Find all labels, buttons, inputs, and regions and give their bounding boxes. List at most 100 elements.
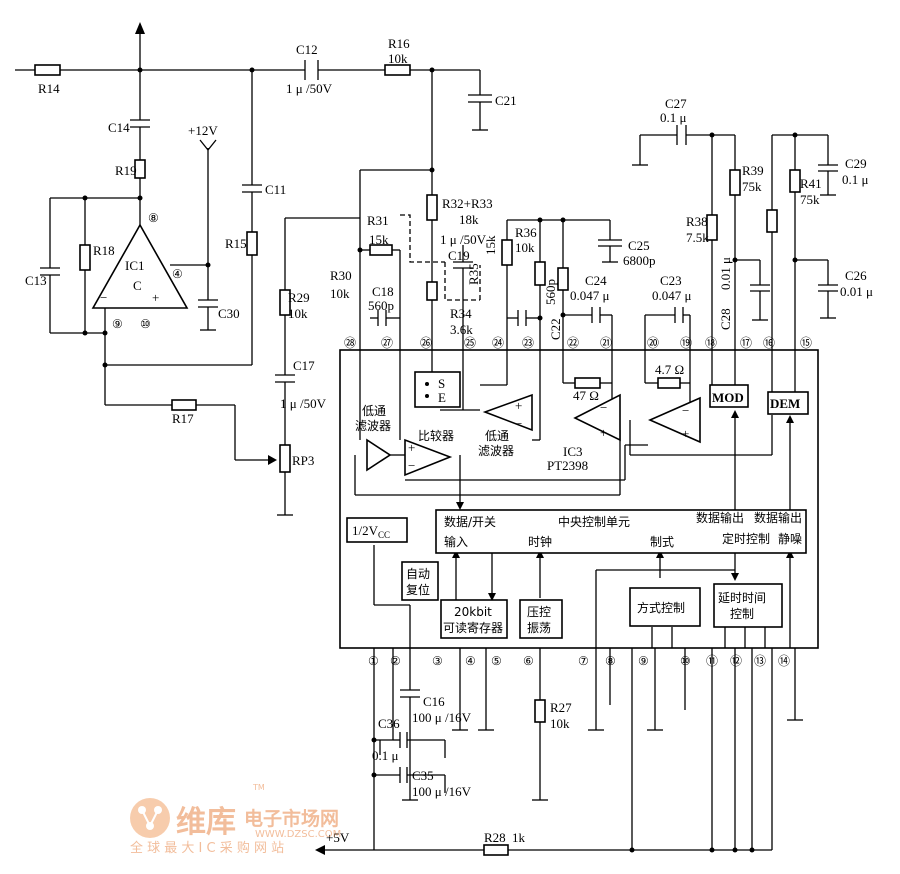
ic3-internal-wires (354, 350, 796, 648)
label-c11: C11 (265, 182, 286, 197)
r4-7-resistor (657, 377, 681, 389)
opamp-b (648, 396, 701, 444)
svg-text:①: ① (368, 654, 379, 668)
label-c26: C26 (845, 268, 867, 283)
comparator-amp (404, 438, 453, 477)
label-c17: C17 (293, 358, 315, 373)
svg-text:㉓: ㉓ (522, 336, 534, 350)
label-c17v: 1 μ /50V (280, 396, 327, 411)
svg-text:⑬: ⑬ (754, 654, 766, 668)
label-c26v: 0.01 μ (840, 284, 873, 299)
half-vcc-block (346, 517, 408, 543)
r32-r33-resistor (426, 194, 438, 221)
label-c24v: 0.047 μ (570, 288, 610, 303)
ic3-labels: 低通 滤波器 比较器 低通 滤波器 IC3 PT2398 1/2VCC S E … (352, 376, 802, 635)
label-r16: R16 (388, 36, 410, 51)
label-r47a: 47 Ω (573, 388, 599, 403)
label-r29: R29 (288, 290, 310, 305)
label-r3233v: 18k (459, 212, 479, 227)
r34-resistor (426, 281, 438, 301)
label-c16: C16 (423, 694, 445, 709)
junctions-left (82, 67, 435, 368)
svg-text:可读寄存器: 可读寄存器 (443, 620, 503, 635)
dem-block (767, 391, 809, 415)
label-12v: +12V (188, 123, 218, 138)
label-r31: R31 (367, 213, 389, 228)
svg-text:㉖: ㉖ (420, 336, 432, 350)
label-r3233: R32+R33 (442, 196, 493, 211)
label-c12v: 1 μ /50V (286, 81, 333, 96)
svg-text:+: + (515, 398, 522, 413)
label-c27: C27 (665, 96, 687, 111)
r16-resistor (384, 64, 411, 76)
svg-text:数据输出: 数据输出 (696, 510, 744, 525)
label-ic1-c: C (133, 278, 142, 293)
label-c19: C19 (448, 248, 470, 263)
label-c13: C13 (25, 273, 47, 288)
svg-text:②: ② (390, 654, 401, 668)
svg-text:④: ④ (465, 654, 476, 668)
r40-resistor (766, 209, 778, 233)
svg-text:⑱: ⑱ (705, 336, 717, 350)
opamp-a (573, 393, 621, 442)
label-c23v: 0.047 μ (652, 288, 692, 303)
wires-mid (359, 70, 838, 385)
label-c29: C29 (845, 156, 867, 171)
wm-tm: TM (252, 783, 265, 792)
svg-text:+: + (408, 440, 415, 455)
label-ic1: IC1 (125, 258, 145, 273)
label-c14: C14 (108, 120, 130, 135)
ic1-pin-10: ⑩ (140, 317, 151, 331)
svg-text:低通: 低通 (485, 429, 509, 443)
mode-control-block (629, 587, 701, 627)
svg-text:③: ③ (432, 654, 443, 668)
label-c21: C21 (495, 93, 517, 108)
svg-text:㉔: ㉔ (492, 336, 504, 350)
ic1-opamp (91, 223, 189, 312)
lpf1-amp (366, 438, 392, 472)
svg-text:㉒: ㉒ (567, 336, 579, 350)
vco-block (519, 599, 563, 639)
half-vcc-label: 1/2VCC (352, 523, 390, 540)
svg-text:延时时间: 延时时间 (718, 591, 766, 605)
label-r29v: 10k (288, 306, 308, 321)
label-r27v: 10k (550, 716, 570, 731)
junctions-bottom (371, 737, 755, 853)
svg-text:⑰: ⑰ (740, 336, 752, 350)
label-r28v: 1k (512, 830, 526, 845)
label-r39v: 75k (742, 179, 762, 194)
label-rp3: RP3 (292, 453, 314, 468)
svg-text:20kbit: 20kbit (454, 605, 492, 619)
svg-text:−: − (682, 403, 689, 418)
svg-text:⑨: ⑨ (638, 654, 649, 668)
svg-text:制式: 制式 (650, 535, 674, 549)
label-c30: C30 (218, 306, 240, 321)
svg-text:PT2398: PT2398 (547, 458, 588, 473)
r15-resistor (246, 231, 258, 256)
r41-resistor (789, 169, 801, 193)
svg-text:比较器: 比较器 (418, 428, 454, 443)
label-r17: R17 (172, 411, 194, 426)
svg-text:输入: 输入 (444, 534, 468, 549)
svg-text:复位: 复位 (406, 582, 430, 597)
r17-resistor (171, 399, 197, 411)
component-labels: R14 C12 1 μ /50V R16 10k C21 C14 +12V R1… (25, 36, 873, 845)
brand-logo-icon (130, 798, 170, 838)
svg-text:S: S (438, 376, 445, 391)
label-c35: C35 (412, 768, 434, 783)
svg-text:+: + (152, 290, 159, 305)
svg-text:⑮: ⑮ (800, 336, 812, 350)
svg-text:时钟: 时钟 (528, 534, 552, 549)
lpf2-amp (482, 393, 533, 432)
label-r27: R27 (550, 700, 572, 715)
cpu-block (435, 509, 807, 554)
r27-resistor (534, 699, 546, 723)
label-r36: R36 (515, 225, 537, 240)
svg-text:滤波器: 滤波器 (478, 444, 514, 458)
c22-resistor (557, 267, 569, 291)
label-c28v: 0.01 μ (718, 257, 733, 290)
svg-text:㉘: ㉘ (344, 336, 356, 350)
ic3-chip-body (339, 349, 819, 649)
label-c36: C36 (378, 716, 400, 731)
label-c18: C18 (372, 284, 394, 299)
